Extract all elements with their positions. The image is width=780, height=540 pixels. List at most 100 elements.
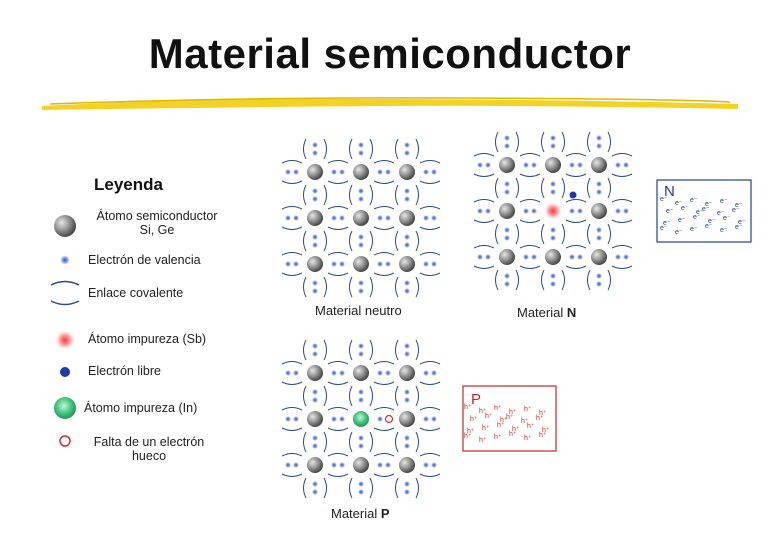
hole-symbol: h⁺: [467, 428, 475, 435]
bond-arc: [419, 180, 441, 184]
bond-arc: [349, 477, 353, 499]
bond-arc: [323, 184, 327, 206]
valence-electron: [284, 369, 292, 377]
valence-electron: [311, 388, 319, 396]
valence-electron: [330, 260, 338, 268]
semiconductor-atom: [545, 157, 561, 173]
legend-atom-icon: [54, 215, 76, 237]
legend-impurity-in-icon: [54, 397, 76, 419]
legend-hole-label: Falta de un electrón hueco: [93, 435, 205, 463]
bond-arc: [303, 385, 307, 407]
bond-arc: [369, 385, 373, 407]
valence-electron: [330, 168, 338, 176]
hole-symbol: h⁺: [464, 404, 472, 411]
bond-arc: [541, 223, 545, 245]
hole-symbol: h⁺: [464, 433, 472, 440]
semiconductor-atom: [307, 411, 323, 427]
valence-electron: [311, 241, 319, 249]
valence-electron: [357, 442, 365, 450]
valence-electron: [376, 168, 384, 176]
bond-arc: [519, 245, 541, 249]
bond-arc: [349, 138, 353, 160]
bond-arc: [419, 361, 441, 365]
valence-electron: [292, 461, 300, 469]
valence-electron: [330, 415, 338, 423]
valence-electron: [384, 214, 392, 222]
free-electron-symbol: e⁻: [717, 210, 725, 217]
valence-electron: [422, 415, 430, 423]
valence-electron: [576, 207, 584, 215]
valence-electron: [422, 461, 430, 469]
semiconductor-atom: [591, 249, 607, 265]
valence-electron: [338, 168, 346, 176]
bond-arc: [607, 223, 611, 245]
valence-electron: [484, 207, 492, 215]
valence-electron: [311, 141, 319, 149]
bond-arc: [607, 177, 611, 199]
bond-arc: [327, 361, 349, 365]
semiconductor-atom: [399, 365, 415, 381]
bond-arc: [611, 199, 633, 203]
bond-arc: [373, 361, 395, 365]
hole-symbol: h⁺: [479, 408, 487, 415]
semiconductor-atom: [353, 457, 369, 473]
free-electron-symbol: e⁻: [738, 219, 746, 226]
valence-electron: [376, 260, 384, 268]
bond-arc: [519, 199, 541, 203]
bond-arc: [473, 219, 495, 223]
bond-arc: [607, 131, 611, 153]
semiconductor-atom: [399, 164, 415, 180]
bond-arc: [395, 385, 399, 407]
valence-electron: [503, 234, 511, 242]
valence-electron: [430, 260, 438, 268]
p-box-label: P: [471, 391, 481, 408]
valence-electron: [576, 253, 584, 261]
hole-symbol: h⁺: [506, 414, 514, 421]
valence-electron: [549, 280, 557, 288]
valence-electron: [292, 369, 300, 377]
bond-arc: [373, 381, 395, 385]
valence-electron: [430, 369, 438, 377]
bond-arc: [395, 230, 399, 252]
valence-electron: [403, 149, 411, 157]
valence-electron: [311, 195, 319, 203]
hole-symbol: h⁺: [527, 423, 535, 430]
bond-arc: [587, 177, 591, 199]
valence-electron: [622, 207, 630, 215]
bond-arc: [303, 276, 307, 298]
free-electron-symbol: e⁻: [735, 202, 743, 209]
bond-arc: [415, 276, 419, 298]
bond-arc: [565, 173, 587, 177]
valence-electron: [311, 442, 319, 450]
bond-arc: [349, 230, 353, 252]
n-type-box: N e⁻e⁻e⁻e⁻e⁻e⁻e⁻e⁻e⁻e⁻e⁻e⁻e⁻e⁻e⁻e⁻e⁻e⁻e⁻…: [656, 179, 752, 243]
bond-arc: [323, 138, 327, 160]
valence-electron: [311, 396, 319, 404]
valence-electron: [357, 350, 365, 358]
valence-electron: [549, 226, 557, 234]
valence-electron: [595, 272, 603, 280]
valence-electron: [530, 161, 538, 169]
valence-electron: [595, 142, 603, 150]
bond-arc: [473, 245, 495, 249]
valence-electron: [503, 180, 511, 188]
bond-arc: [395, 276, 399, 298]
valence-electron: [357, 396, 365, 404]
bond-arc: [565, 153, 587, 157]
bond-arc: [327, 407, 349, 411]
bond-arc: [303, 184, 307, 206]
hole-symbol: h⁺: [509, 409, 517, 416]
bond-arc: [373, 473, 395, 477]
valence-electron: [357, 187, 365, 195]
free-electron-symbol: e⁻: [732, 207, 740, 214]
free-electron-symbol: e⁻: [735, 224, 743, 231]
valence-electron: [422, 260, 430, 268]
bond-arc: [541, 269, 545, 291]
bond-arc: [519, 219, 541, 223]
free-electron-symbol: e⁻: [702, 206, 710, 213]
valence-electron: [422, 214, 430, 222]
valence-electron: [503, 280, 511, 288]
p-type-box: P h⁺h⁺h⁺h⁺h⁺h⁺h⁺h⁺h⁺h⁺h⁺h⁺h⁺h⁺h⁺h⁺h⁺h⁺h⁺…: [462, 385, 557, 452]
valence-electron: [614, 253, 622, 261]
bond-arc: [495, 223, 499, 245]
